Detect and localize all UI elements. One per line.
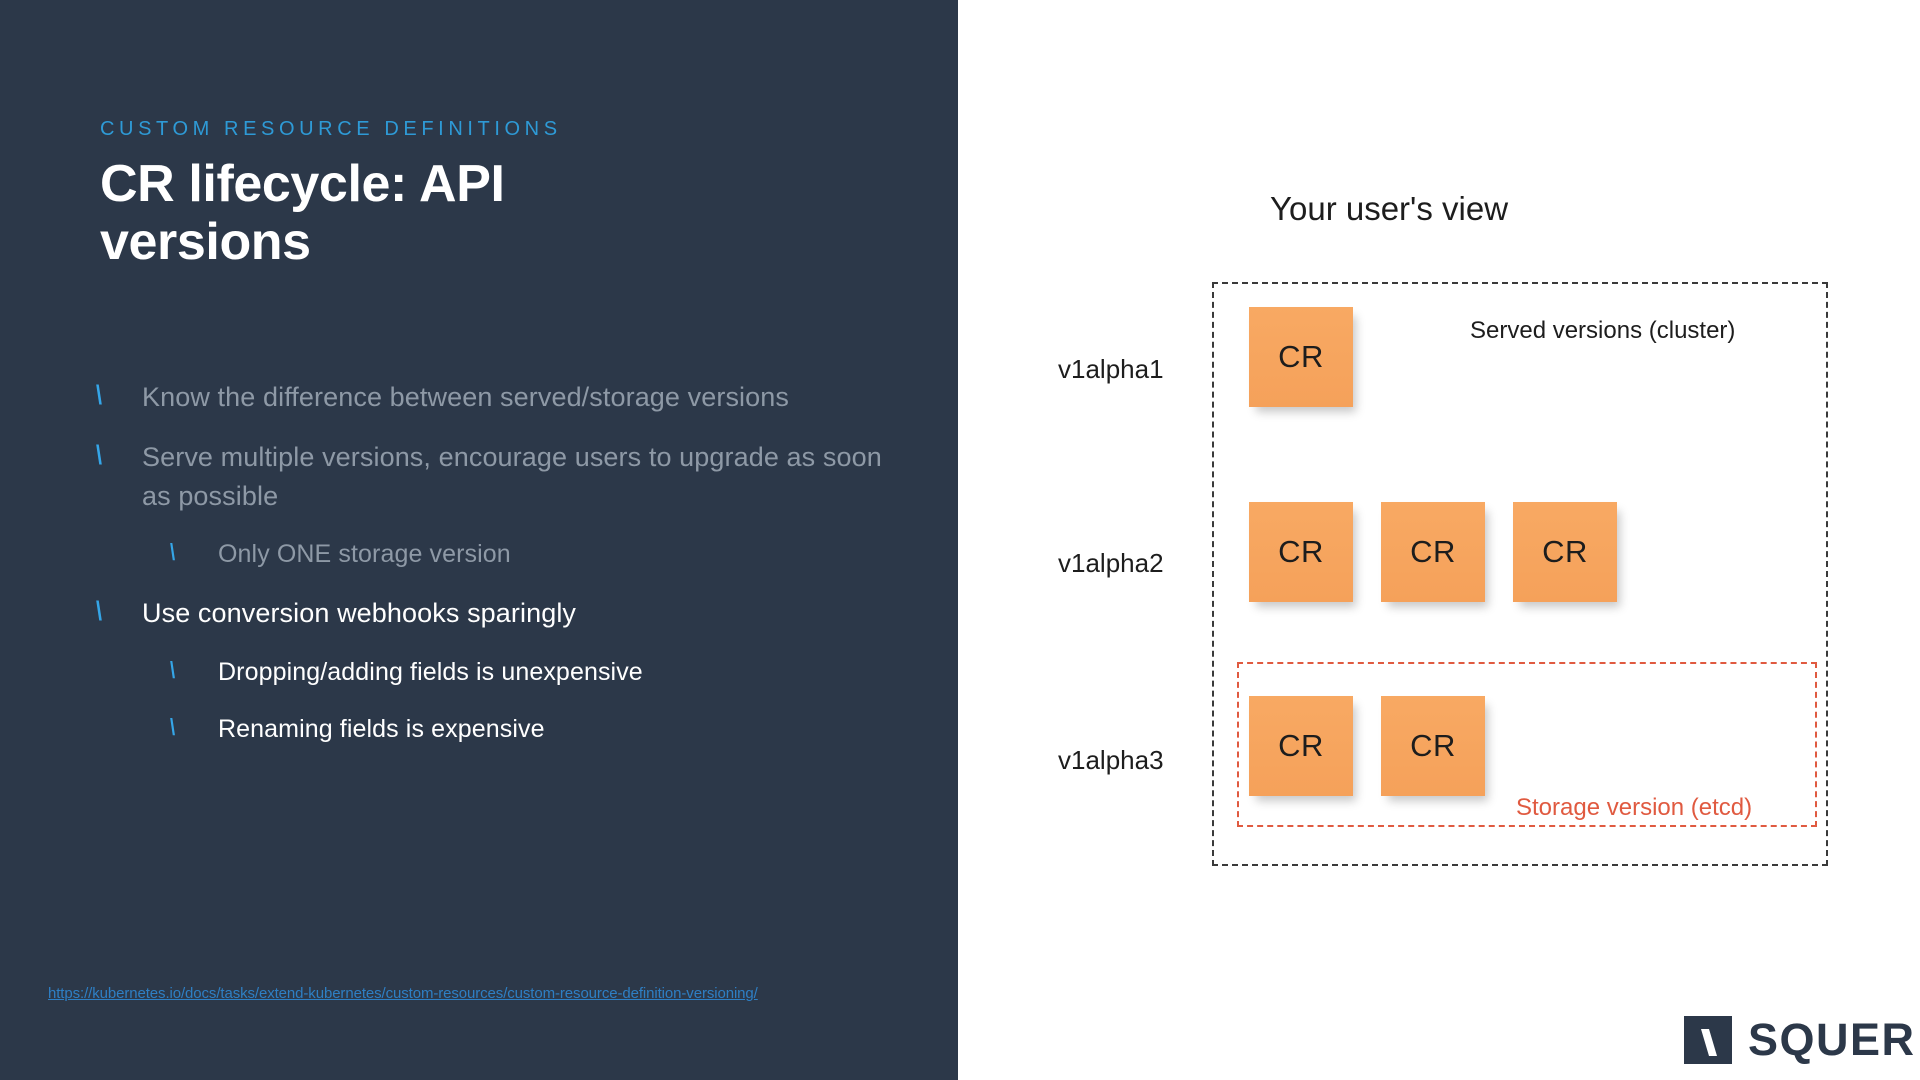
backslash-bullet-icon: \ xyxy=(170,714,176,741)
storage-version-box xyxy=(1237,662,1817,827)
bullet-list: \ Know the difference between served/sto… xyxy=(96,378,886,770)
page-title: CR lifecycle: API versions xyxy=(100,155,505,272)
storage-version-label: Storage version (etcd) xyxy=(1516,794,1753,821)
list-item: \ Serve multiple versions, encourage use… xyxy=(96,438,886,515)
list-item-label: Only ONE storage version xyxy=(218,539,511,568)
squer-wordmark: SQUER xyxy=(1748,1014,1916,1065)
squer-logo: SQUER xyxy=(1684,1016,1916,1064)
list-item: \ Know the difference between served/sto… xyxy=(96,378,886,416)
list-item-label: Renaming fields is expensive xyxy=(218,715,545,744)
diagram-title: Your user's view xyxy=(1270,190,1509,227)
version-label-v1alpha2: v1alpha2 xyxy=(1058,548,1164,578)
backslash-bullet-icon: \ xyxy=(96,440,103,471)
cr-card: CR xyxy=(1249,307,1353,407)
cr-card: CR xyxy=(1513,502,1617,602)
list-item-label: Dropping/adding fields is unexpensive xyxy=(218,657,643,686)
backslash-bullet-icon: \ xyxy=(96,380,103,410)
version-label-v1alpha3: v1alpha3 xyxy=(1058,745,1164,775)
list-item-label: Serve multiple versions, encourage users… xyxy=(142,442,882,511)
list-item-label: Use conversion webhooks sparingly xyxy=(142,598,577,629)
left-content-panel: CUSTOM RESOURCE DEFINITIONS CR lifecycle… xyxy=(0,0,958,1080)
list-item: \ Only ONE storage version xyxy=(170,537,886,573)
section-eyebrow: CUSTOM RESOURCE DEFINITIONS xyxy=(100,118,562,140)
squer-mark-icon xyxy=(1684,1016,1732,1064)
version-label-v1alpha1: v1alpha1 xyxy=(1058,354,1164,384)
cr-card: CR xyxy=(1381,696,1485,796)
source-link[interactable]: https://kubernetes.io/docs/tasks/extend-… xyxy=(48,985,758,1002)
list-item: \ Renaming fields is expensive xyxy=(170,712,886,748)
list-item: \ Dropping/adding fields is unexpensive xyxy=(170,655,886,691)
backslash-bullet-icon: \ xyxy=(96,596,103,627)
cr-card: CR xyxy=(1249,502,1353,602)
list-item-label: Know the difference between served/stora… xyxy=(142,382,789,412)
backslash-bullet-icon: \ xyxy=(170,538,176,565)
cr-card: CR xyxy=(1249,696,1353,796)
cr-card: CR xyxy=(1381,502,1485,602)
list-item: \ Use conversion webhooks sparingly xyxy=(96,594,886,632)
served-versions-box xyxy=(1212,282,1828,866)
backslash-bullet-icon: \ xyxy=(170,656,176,683)
served-versions-label: Served versions (cluster) xyxy=(1470,317,1736,344)
